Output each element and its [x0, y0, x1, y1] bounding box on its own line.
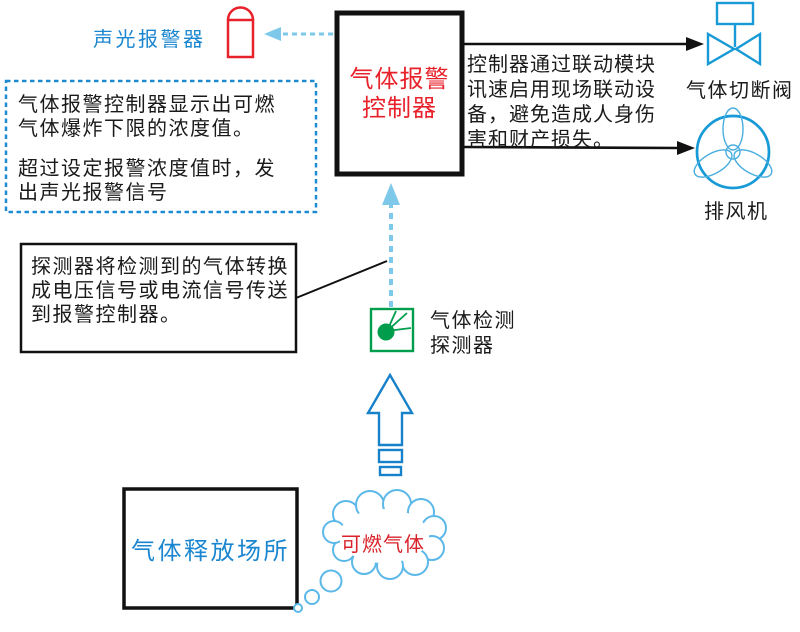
signal-arrow-to-alarm — [264, 27, 333, 41]
info-note-box — [4, 79, 318, 214]
linkage-note: 控制器通过联动模块 讯速启用现场联动设 备，避免造成人身伤 害和财产损失。 — [467, 52, 656, 151]
arrow-controller-to-valve — [464, 37, 704, 51]
detector-icon — [369, 307, 415, 353]
info-note-paragraph-1: 气体报警控制器显示出可燃 气体爆炸下限的浓度值。 — [18, 92, 276, 140]
fan-icon — [693, 107, 773, 190]
thought-cloud-icon — [293, 489, 447, 613]
info-note-paragraph-2: 超过设定报警浓度值时，发 出声光报警信号 — [18, 156, 276, 204]
fan-label: 排风机 — [704, 199, 769, 223]
controller-title: 气体报警 控制器 — [349, 64, 450, 122]
arrow-controller-to-fan — [463, 141, 695, 155]
note-connector-line — [295, 260, 388, 299]
detector-note: 探测器将检测到的气体转换 成电压信号或电流信号传送 到报警控制器。 — [31, 254, 289, 326]
controller-box — [334, 10, 465, 177]
release-site-label: 气体释放场所 — [131, 537, 290, 565]
gate-valve-icon — [706, 1, 762, 67]
signal-arrow-detector-to-controller — [382, 183, 400, 307]
hollow-up-arrow-icon — [365, 372, 415, 477]
detector-label: 气体检测 探测器 — [430, 308, 516, 357]
valve-label: 气体切断阀 — [686, 78, 794, 102]
siren-beacon-icon — [226, 6, 255, 59]
alarm-label: 声光报警器 — [93, 27, 206, 51]
gas-bubble-label: 可燃气体 — [341, 532, 425, 556]
release-site-box — [122, 487, 299, 610]
